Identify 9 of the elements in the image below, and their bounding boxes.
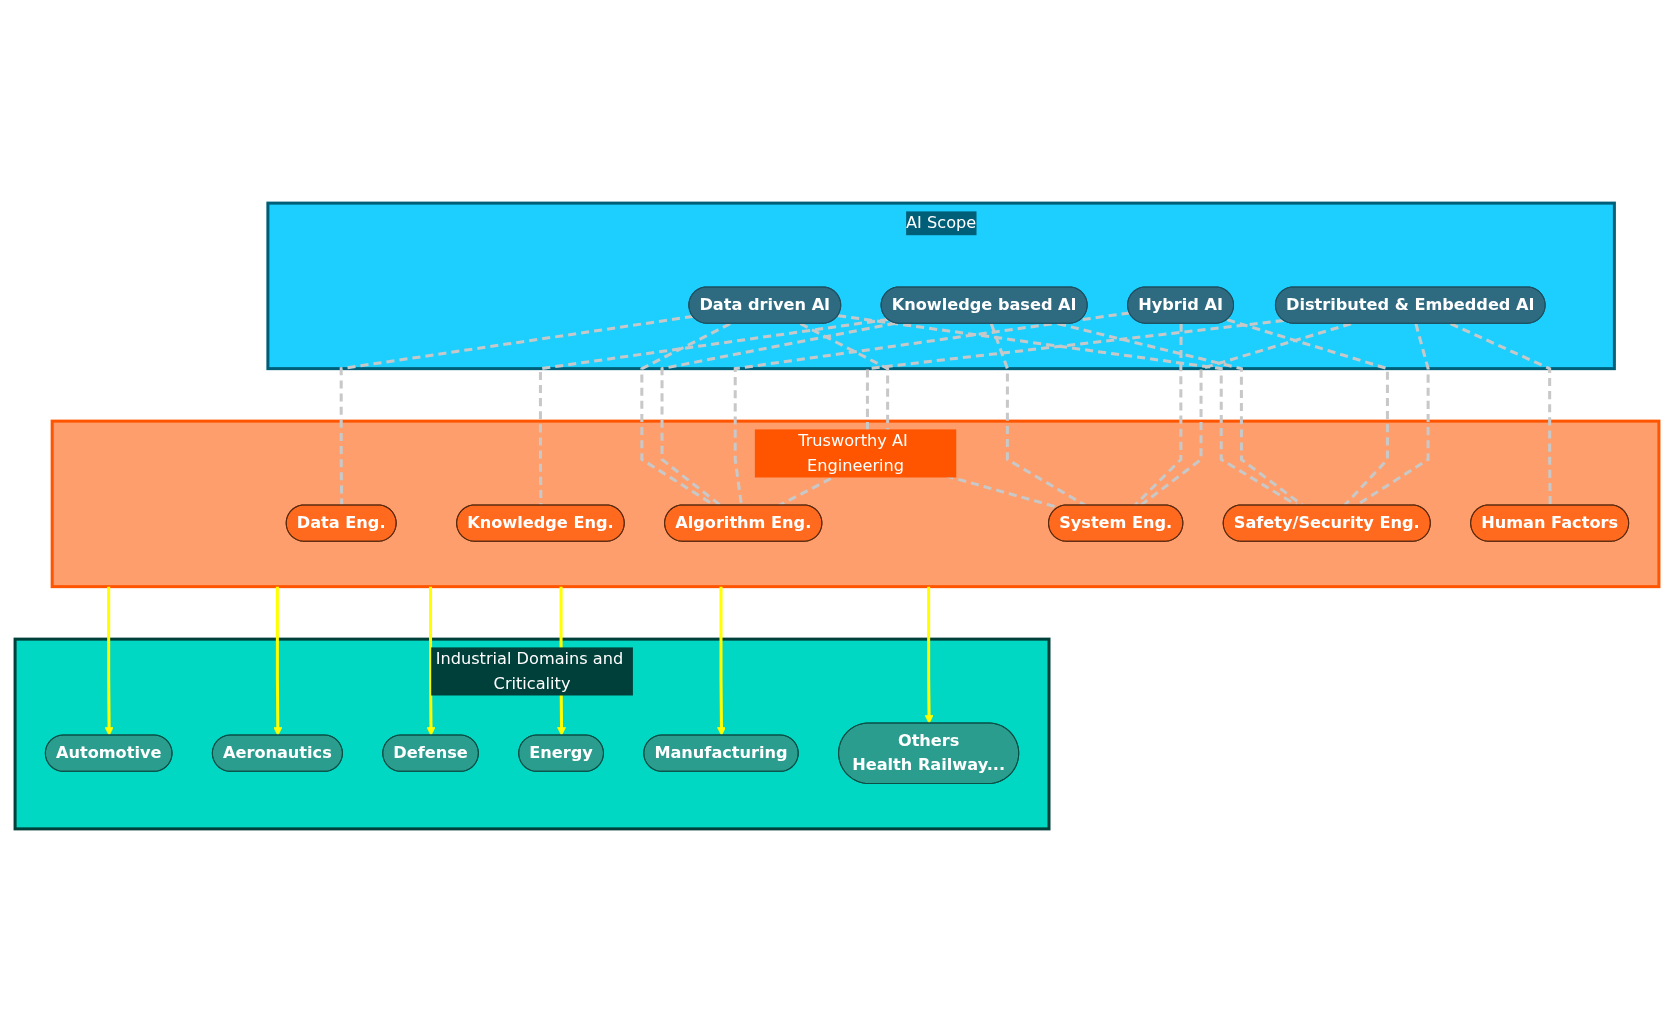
- connector: [538, 317, 889, 506]
- connector: [1449, 322, 1552, 506]
- arrow: [273, 586, 283, 736]
- arrow: [426, 586, 436, 736]
- connector: [339, 314, 694, 506]
- arrow: [717, 586, 726, 736]
- arrow: [104, 586, 114, 736]
- arrow: [924, 586, 934, 724]
- connector: [733, 311, 1130, 506]
